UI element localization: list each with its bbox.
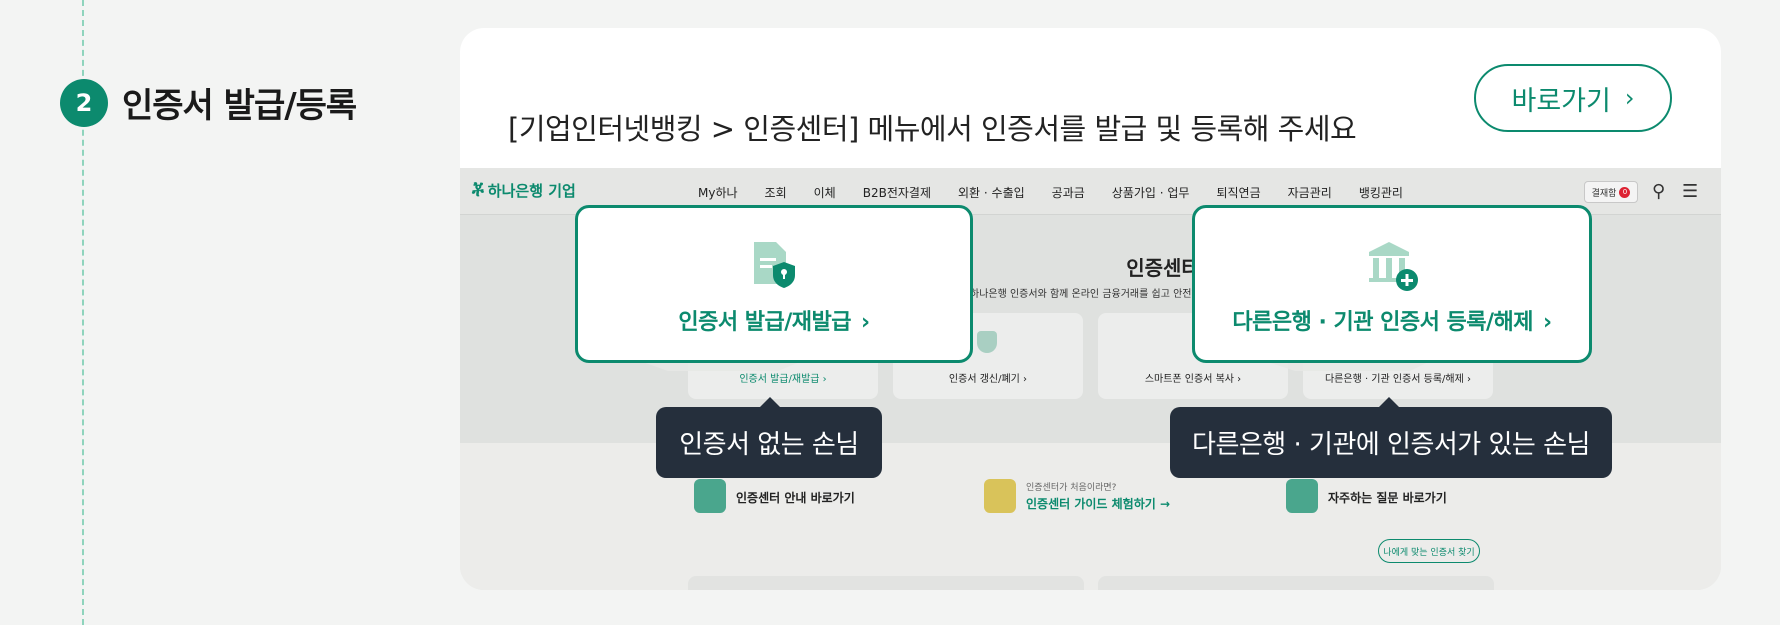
cert-center-title: 인증센터 xyxy=(1126,256,1200,280)
step-number-badge: 2 xyxy=(60,78,108,127)
menu-item: 조회 xyxy=(764,186,787,200)
menu-item: 공과금 xyxy=(1051,186,1085,200)
approval-box-label: 결재함 xyxy=(1591,188,1617,199)
info-link-text: 인증센터 가이드 체험하기 → xyxy=(1026,497,1171,511)
tag-no-certificate: 인증서 없는 손님 xyxy=(656,407,882,478)
question-icon xyxy=(1286,479,1318,513)
chevron-right-icon: › xyxy=(1624,84,1635,112)
step-header: 2 인증서 발급/등록 xyxy=(60,78,357,127)
cert-center-subtitle: 하나은행 인증서와 함께 온라인 금융거래를 쉽고 안전하 xyxy=(970,289,1201,300)
bank-nav-bar: ቾ 하나은행 기업 My하나 조회 이체 B2B전자결제 외환 · 수출입 공과… xyxy=(460,168,1721,215)
tag-has-other-bank-certificate: 다른은행 · 기관에 인증서가 있는 손님 xyxy=(1170,407,1612,478)
info-small-text: 인증센터가 처음이라면? xyxy=(1026,483,1117,493)
tag-pointer xyxy=(760,397,780,407)
callout-label: 다른은행 · 기관 인증서 등록/해제› xyxy=(1232,310,1552,335)
card-header: [기업인터넷뱅킹 > 인증센터] 메뉴에서 인증서를 발급 및 등록해 주세요 … xyxy=(460,28,1721,168)
menu-item: 뱅킹관리 xyxy=(1358,186,1403,200)
menu-item: My하나 xyxy=(698,186,738,200)
chevron-right-icon: › xyxy=(861,310,870,335)
info-link: 인증센터가 처음이라면? 인증센터 가이드 체험하기 → xyxy=(984,479,1170,513)
bank-plus-icon xyxy=(1369,242,1418,291)
menu-item: 자금관리 xyxy=(1287,186,1332,200)
tile-label: 인증서 발급/재발급 › xyxy=(739,374,827,385)
chevron-right-icon: › xyxy=(1543,310,1552,335)
certificate-shield-icon xyxy=(754,242,795,288)
info-link-text: 자주하는 질문 바로가기 xyxy=(1328,490,1447,505)
search-icon: ⚲ xyxy=(1652,181,1666,202)
bank-logo-text: 하나은행 기업 xyxy=(487,182,576,200)
step-title: 인증서 발급/등록 xyxy=(122,86,357,126)
callout-register-other-bank[interactable]: 다른은행 · 기관 인증서 등록/해제› xyxy=(1192,205,1592,363)
content-box xyxy=(688,576,1084,590)
content-box xyxy=(1098,576,1494,590)
menu-item: 외환 · 수출입 xyxy=(958,186,1025,200)
menu-item: 퇴직연금 xyxy=(1216,186,1261,200)
go-button[interactable]: 바로가기 › xyxy=(1474,64,1672,132)
bank-logo: ቾ 하나은행 기업 xyxy=(472,180,576,201)
step-timeline-line xyxy=(82,0,84,625)
find-certificate-button: 나에게 맞는 인증서 찾기 xyxy=(1378,539,1480,563)
menu-item: B2B전자결제 xyxy=(862,186,931,200)
shield-check-icon xyxy=(694,479,726,513)
hamburger-menu-icon: ☰ xyxy=(1682,181,1699,202)
approval-box: 결재함 0 xyxy=(1584,181,1638,203)
hana-logo-icon: ቾ xyxy=(472,180,484,201)
shield-icon xyxy=(977,331,997,353)
approval-count-badge: 0 xyxy=(1619,186,1631,198)
callout-label: 인증서 발급/재발급› xyxy=(678,310,870,335)
tile-label: 스마트폰 인증서 복사 › xyxy=(1144,374,1242,385)
tile-label: 인증서 갱신/폐기 › xyxy=(948,374,1028,385)
tile-label: 다른은행 · 기관 인증서 등록/해제 › xyxy=(1324,374,1472,385)
instruction-text: [기업인터넷뱅킹 > 인증센터] 메뉴에서 인증서를 발급 및 등록해 주세요 xyxy=(508,112,1357,146)
menu-item: 상품가입 · 업무 xyxy=(1111,186,1190,200)
go-button-label: 바로가기 xyxy=(1511,85,1611,117)
lightbulb-book-icon xyxy=(984,479,1016,513)
info-link: 자주하는 질문 바로가기 xyxy=(1286,479,1447,513)
tag-pointer xyxy=(1379,397,1399,407)
bank-menu: My하나 조회 이체 B2B전자결제 외환 · 수출입 공과금 상품가입 · 업… xyxy=(698,184,1430,201)
info-link: 인증센터 안내 바로가기 xyxy=(694,479,855,513)
info-link-text: 인증센터 안내 바로가기 xyxy=(736,490,855,505)
menu-item: 이체 xyxy=(813,186,836,200)
callout-issue-certificate[interactable]: 인증서 발급/재발급› xyxy=(575,205,973,363)
